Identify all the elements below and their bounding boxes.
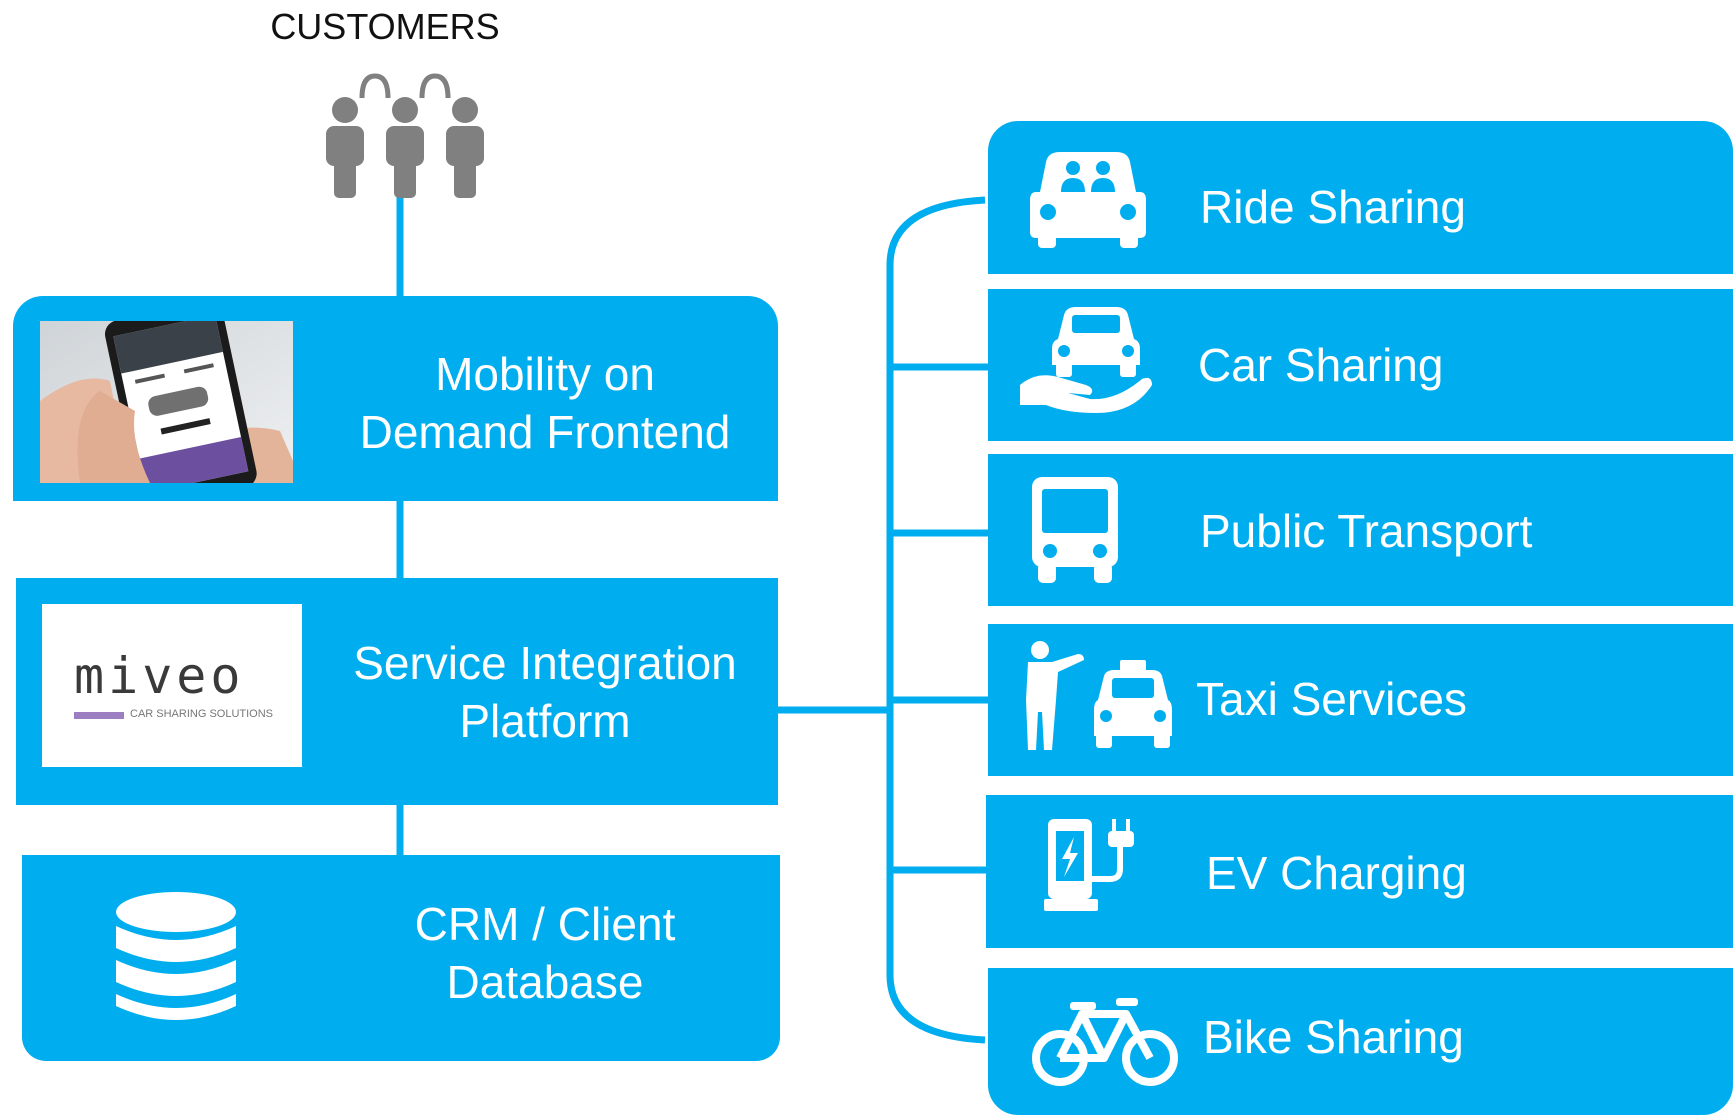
database-label: CRM / Client Database	[320, 895, 770, 1011]
miveo-logo-tagline: CAR SHARING SOLUTIONS	[130, 708, 274, 720]
service-taxi-services-label: Taxi Services	[1196, 673, 1467, 725]
miveo-logo: miveo CAR SHARING SOLUTIONS	[42, 604, 302, 767]
smartphone-reservation-photo	[40, 321, 293, 483]
customers-title: CUSTOMERS	[270, 6, 500, 47]
database-label-line2: Database	[446, 956, 644, 1008]
ride-sharing-car-icon	[1030, 152, 1146, 248]
service-car-sharing-label: Car Sharing	[1198, 339, 1444, 391]
bicycle-icon	[1032, 998, 1178, 1086]
frontend-label: Mobility on Demand Frontend	[320, 345, 770, 461]
database-label-line1: CRM / Client	[414, 898, 676, 950]
service-bike-sharing-label: Bike Sharing	[1203, 1011, 1464, 1063]
platform-label: Service Integration Platform	[320, 634, 770, 750]
bus-icon	[1032, 477, 1118, 583]
taxi-icon	[1026, 641, 1172, 750]
people-group-icon	[326, 73, 484, 198]
ev-charger-icon	[1044, 819, 1134, 911]
car-in-hand-icon	[1020, 307, 1152, 413]
platform-label-line2: Platform	[459, 695, 631, 747]
service-public-transport-label: Public Transport	[1200, 505, 1533, 557]
service-ev-charging	[986, 795, 1733, 948]
frontend-label-line2: Demand Frontend	[359, 406, 731, 458]
service-ride-sharing-label: Ride Sharing	[1200, 181, 1466, 233]
database-icon	[116, 892, 236, 1020]
frontend-label-line1: Mobility on	[435, 348, 655, 400]
miveo-logo-bar	[74, 712, 124, 719]
service-ev-charging-label: EV Charging	[1206, 847, 1467, 899]
miveo-logo-brand: miveo	[74, 647, 245, 705]
platform-label-line1: Service Integration	[353, 637, 737, 689]
